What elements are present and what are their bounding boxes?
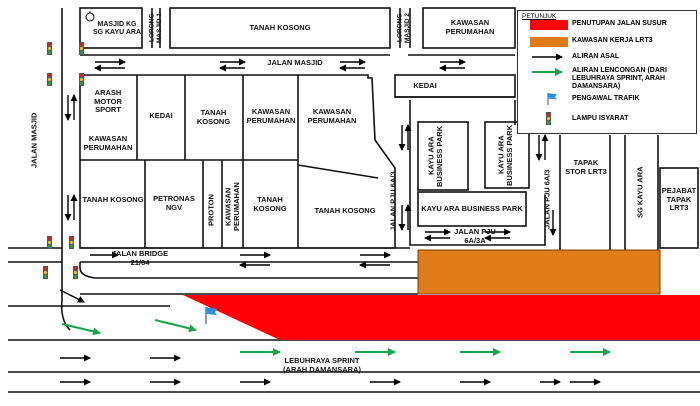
flag-icon [205,307,217,324]
jalan-masjid-vertical-label: JALAN MASJID [29,112,39,168]
legend-title: PETUNJUK [522,13,557,20]
tanah-kosong-c-label: TANAH KOSONG [253,195,287,213]
lrt3-work-area [417,249,661,295]
tanah-kosong-d-label: TANAH KOSONG [314,205,376,215]
kawasan-perumahan-a-label: KAWASAN PERUMAHAN [83,134,133,152]
masjid-label: MASJID KG SG KAYU ARA [92,20,142,36]
jalan-pju-6a3a-label: JALAN PJU 6A/3A [454,227,496,245]
jalan-bridge-label: JALAN BRIDGE 21/64 [111,249,169,267]
arrow [61,323,101,336]
jalan-pju-6a3-left-label: JALAN PJU 6A/3 [388,171,398,231]
sg-kayu-ara-label: SG KAYU ARA [635,166,645,218]
kawasan-perumahan-d-label: KAWASAN PERUMAHAN [223,182,241,232]
business-park-wide-label: KAYU ARA BUSINESS PARK [421,203,523,213]
pejabat-tapak-label: PEJABAT TAPAK LRT3 [661,186,697,213]
tanah-kosong-b-label: TANAH KOSONG [82,194,144,204]
petronas-label: PETRONAS NGV [153,194,195,212]
legend-item-lrt3: KAWASAN KERJA LRT3 [572,37,653,44]
arrow [59,289,85,303]
kawasan-perumahan-c-label: KAWASAN PERUMAHAN [307,107,357,125]
jalan-masjid-label: JALAN MASJID [267,57,323,67]
legend-item-light: LAMPU ISYARAT [572,115,629,122]
red-block-swatch [530,20,568,30]
sprint-highway-label: LEBUHRAYA SPRINT (ARAH DAMANSARA) [283,356,361,374]
road-closure-area [183,295,700,340]
traffic-light-icon [47,236,52,249]
legend-item-warden: PENGAWAL TRAFIK [572,95,640,102]
jalan-pju-6a3-right-label: JALAN PJU 6A/3 [542,169,552,229]
kawasan-perumahan-top-label: KAWASAN PERUMAHAN [445,18,495,36]
lorong-masjid-1-label: LORONG MASJID 1 [148,13,163,43]
legend-symbols [530,20,568,125]
legend-item-original: ALIRAN ASAL [572,53,620,60]
proton-label: PROTON [206,194,216,226]
arash-motor-label: ARASH MOTOR SPORT [94,88,122,115]
traffic-light-icon [43,266,48,279]
traffic-light-icon [73,266,78,279]
traffic-light-icon [69,236,74,249]
mosque-icon [85,11,95,22]
kawasan-perumahan-b-label: KAWASAN PERUMAHAN [246,107,296,125]
flag-icon [547,93,557,105]
traffic-light-icon [79,73,84,86]
legend-item-detour: ALIRAN LENCONGAN (DARI LEBUHRAYA SPRINT,… [572,67,667,91]
arrow [154,319,197,333]
traffic-light-icon [47,73,52,86]
traffic-light-icon [47,42,52,55]
traffic-lights [43,42,84,279]
traffic-light-icon [546,112,551,125]
original-flow-arrows [59,58,601,386]
traffic-light-icon [79,42,84,55]
tanah-kosong-top-label: TANAH KOSONG [249,22,311,32]
kedai-right-label: KEDAI [413,80,437,90]
business-park-left-label: KAYU ARA BUSINESS PARK [426,125,444,187]
lorong-masjid-2-label: LORONG MASJID 2 [396,13,411,43]
orange-block-swatch [530,37,568,47]
legend: PETUNJUK PENUTUPAN JALAN SUSUR KAWASAN K… [517,10,697,134]
tanah-kosong-a-label: TANAH KOSONG [196,108,231,126]
kedai-left-label: KEDAI [149,110,173,120]
tapak-stor-label: TAPAK STOR LRT3 [565,158,607,176]
detour-flow-arrows [61,319,611,356]
road-lines [8,7,700,393]
legend-item-closure: PENUTUPAN JALAN SUSUR [572,20,667,27]
